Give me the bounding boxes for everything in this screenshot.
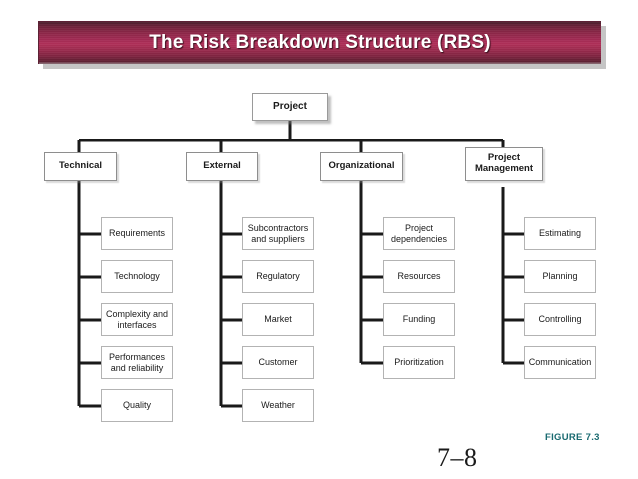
node-weather[interactable]: Weather xyxy=(242,389,314,422)
node-label: External xyxy=(203,160,241,172)
node-market[interactable]: Market xyxy=(242,303,314,336)
node-label: Project dependencies xyxy=(390,223,448,244)
node-label: Estimating xyxy=(538,228,582,239)
node-label: Communication xyxy=(528,357,592,368)
node-label: Prioritization xyxy=(394,357,444,368)
node-label: Project Management xyxy=(474,152,534,174)
node-performances-and-reliability[interactable]: Performances and reliability xyxy=(101,346,173,379)
node-label: Complexity and interfaces xyxy=(105,309,169,330)
node-resources[interactable]: Resources xyxy=(383,260,455,293)
node-label: Planning xyxy=(542,271,578,282)
node-label: Controlling xyxy=(538,314,582,325)
node-label: Funding xyxy=(402,314,436,325)
page-title: The Risk Breakdown Structure (RBS) xyxy=(149,32,491,53)
node-organizational[interactable]: Organizational xyxy=(320,152,403,181)
node-planning[interactable]: Planning xyxy=(524,260,596,293)
node-estimating[interactable]: Estimating xyxy=(524,217,596,250)
node-label: Customer xyxy=(258,357,298,368)
node-communication[interactable]: Communication xyxy=(524,346,596,379)
node-prioritization[interactable]: Prioritization xyxy=(383,346,455,379)
node-label: Resources xyxy=(397,271,441,282)
node-controlling[interactable]: Controlling xyxy=(524,303,596,336)
node-project[interactable]: Project xyxy=(252,93,328,121)
page-number: 7–8 xyxy=(437,443,478,472)
node-label: Organizational xyxy=(328,160,395,172)
node-regulatory[interactable]: Regulatory xyxy=(242,260,314,293)
node-subcontractors-and-suppliers[interactable]: Subcontractors and suppliers xyxy=(242,217,314,250)
node-customer[interactable]: Customer xyxy=(242,346,314,379)
node-label: Performances and reliability xyxy=(108,352,166,373)
node-label: Regulatory xyxy=(256,271,300,282)
node-label: Weather xyxy=(261,400,295,411)
node-technical[interactable]: Technical xyxy=(44,152,117,181)
node-label: Requirements xyxy=(108,228,166,239)
node-requirements[interactable]: Requirements xyxy=(101,217,173,250)
node-label: Project xyxy=(273,101,307,113)
node-label: Subcontractors and suppliers xyxy=(247,223,309,244)
node-funding[interactable]: Funding xyxy=(383,303,455,336)
figure-label: FIGURE 7.3 xyxy=(545,432,600,443)
node-label: Technology xyxy=(114,271,160,282)
node-label: Quality xyxy=(122,400,151,411)
node-complexity-and-interfaces[interactable]: Complexity and interfaces xyxy=(101,303,173,336)
node-quality[interactable]: Quality xyxy=(101,389,173,422)
node-label: Technical xyxy=(58,160,103,172)
node-project-management[interactable]: Project Management xyxy=(465,147,543,181)
node-project-dependencies[interactable]: Project dependencies xyxy=(383,217,455,250)
node-external[interactable]: External xyxy=(186,152,258,181)
node-label: Market xyxy=(264,314,292,325)
node-technology[interactable]: Technology xyxy=(101,260,173,293)
